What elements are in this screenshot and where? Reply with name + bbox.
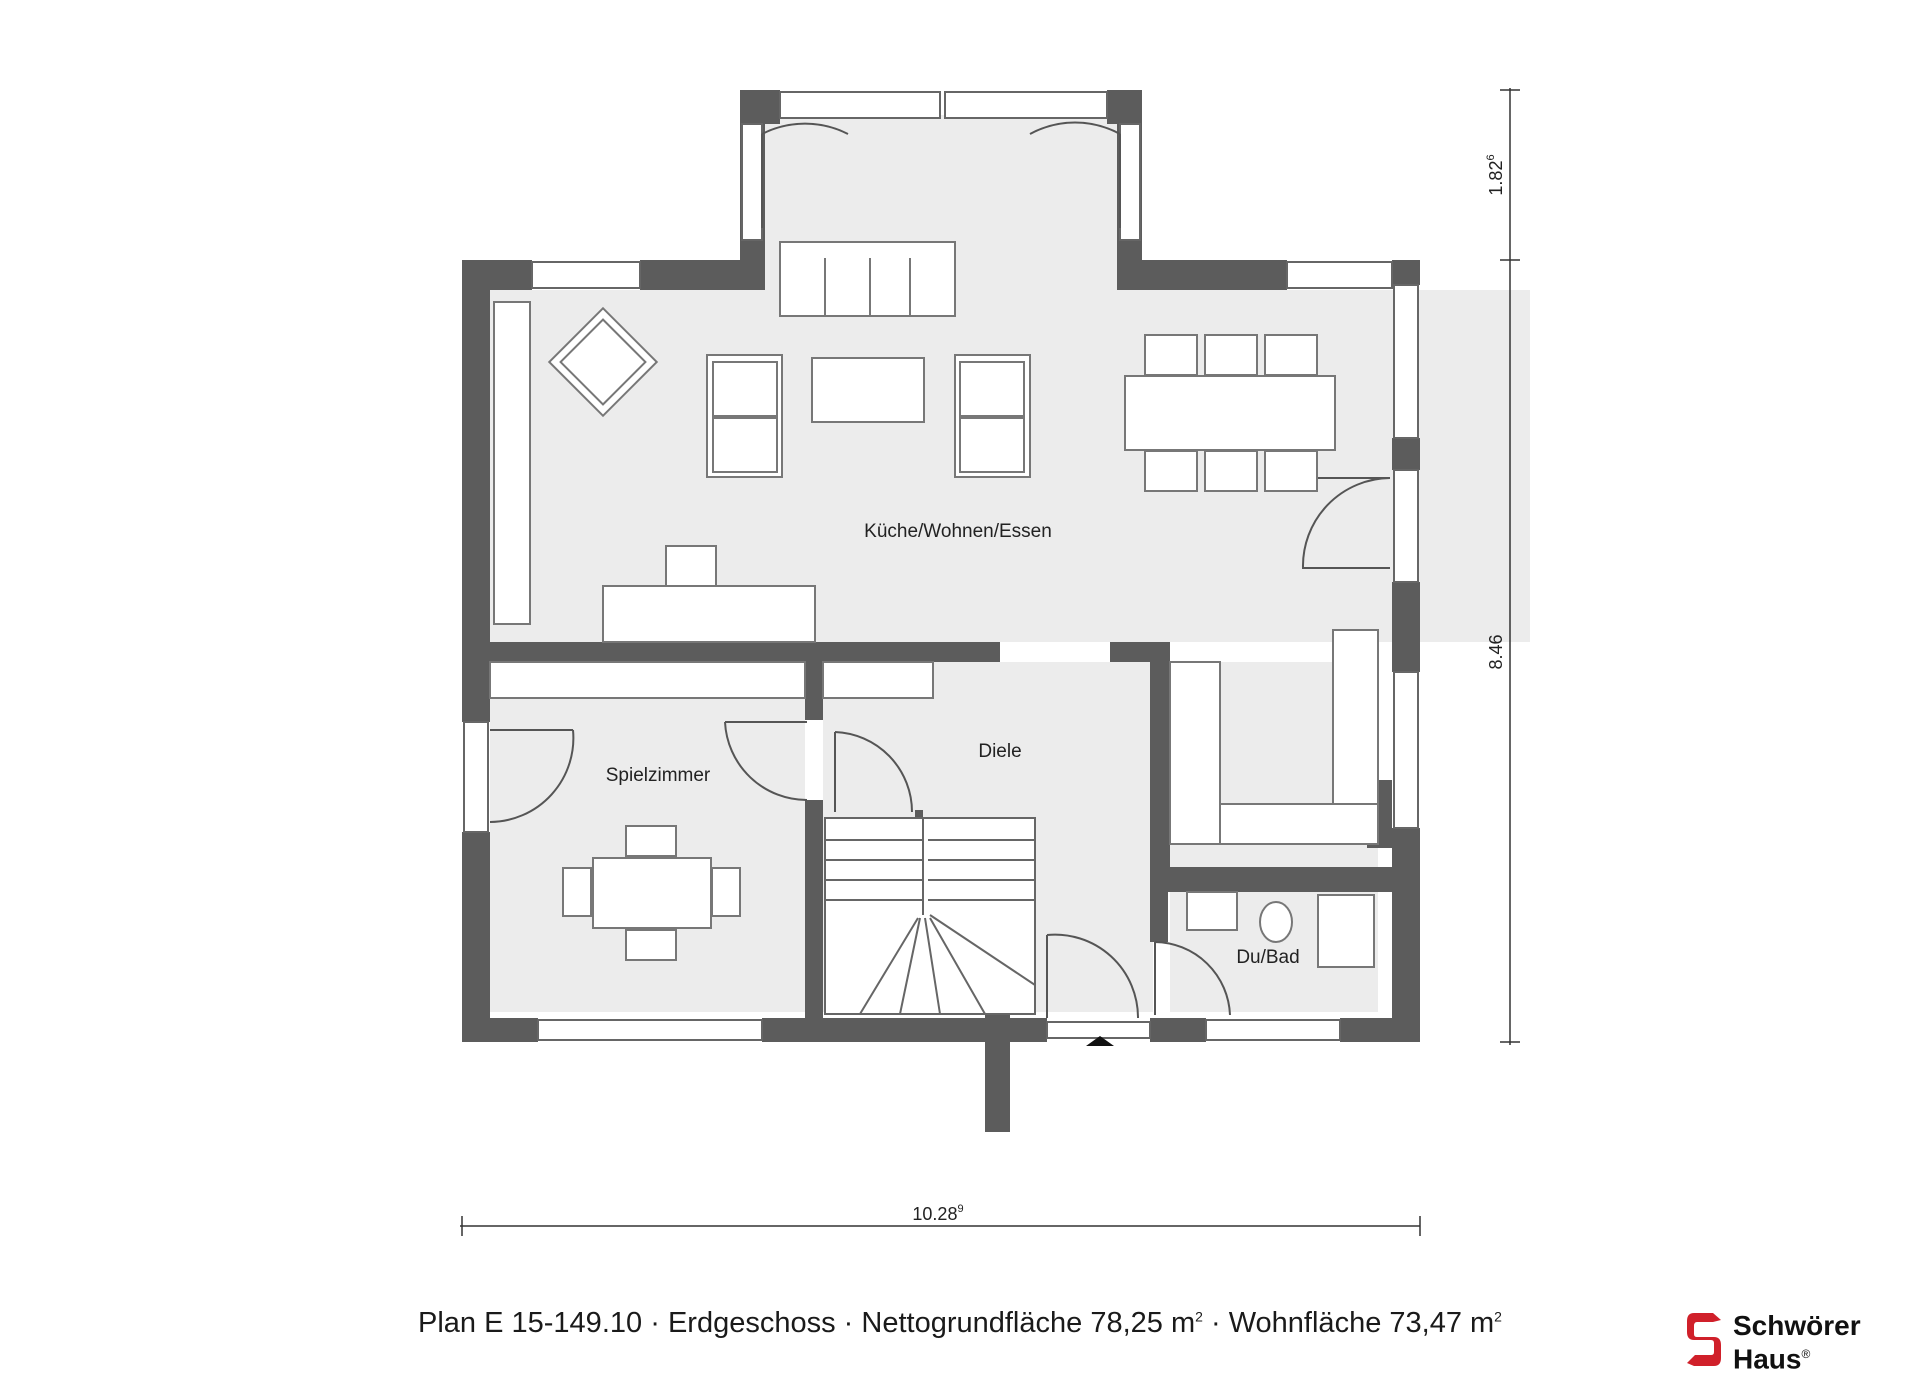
- room-label-bath: Du/Bad: [1236, 947, 1299, 968]
- plan-number: Plan E 15-149.10: [418, 1307, 643, 1339]
- staircase: [824, 817, 1036, 1015]
- room-label-play: Spielzimmer: [606, 765, 711, 786]
- living-area: Wohnfläche 73,47 m2: [1228, 1307, 1502, 1339]
- net-area: Nettogrundfläche 78,25 m2: [861, 1307, 1203, 1339]
- entrance-marker: [1086, 1036, 1114, 1046]
- room-label-living: Küche/Wohnen/Essen: [864, 521, 1052, 542]
- walls: [462, 90, 1420, 1132]
- schwoerer-s-logo-icon: [1687, 1313, 1721, 1366]
- caption-separator: ·: [843, 1307, 854, 1339]
- dimension-label-width: 10.289: [912, 1203, 963, 1224]
- schwoerer-haus-logo: Schwörer Haus®: [1683, 1310, 1893, 1375]
- dimension-label-top: 1.826: [1485, 154, 1506, 195]
- plan-caption: Plan E 15-149.10 · Erdgeschoss · Nettogr…: [0, 1307, 1920, 1340]
- floor-name: Erdgeschoss: [667, 1307, 836, 1339]
- caption-separator: ·: [650, 1307, 660, 1339]
- windows: [463, 91, 1419, 1041]
- doors: [489, 121, 1391, 1019]
- furniture: [489, 241, 1379, 968]
- dimension-label-height: 8.46: [1486, 634, 1506, 669]
- dimension-lines: [460, 88, 1520, 1236]
- logo-wordmark: Schwörer Haus®: [1733, 1310, 1861, 1375]
- room-label-hall: Diele: [978, 741, 1021, 762]
- caption-separator: ·: [1210, 1307, 1221, 1339]
